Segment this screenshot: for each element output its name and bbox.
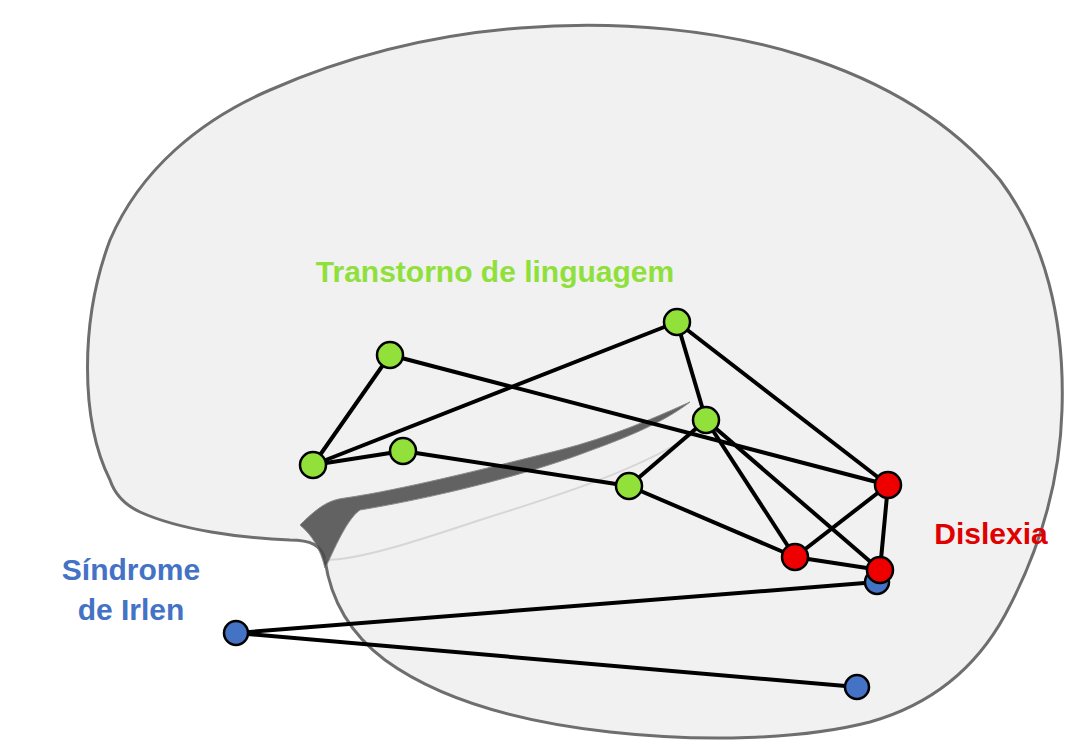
link-line: [677, 322, 706, 420]
region-dot: [224, 621, 248, 645]
region-dot: [664, 309, 690, 335]
region-dot: [693, 407, 719, 433]
sylvian-fissure: [300, 402, 690, 568]
link-line: [629, 420, 706, 486]
green-dots: [300, 309, 719, 499]
blue-dots: [224, 570, 889, 699]
group-label: Transtorno de linguagem: [280, 252, 710, 292]
link-line: [236, 582, 877, 633]
brain-outline: [88, 25, 1063, 738]
region-dot: [845, 675, 869, 699]
region-dot: [875, 472, 901, 498]
region-dot: [782, 544, 808, 570]
region-dot: [300, 452, 326, 478]
region-dot: [390, 438, 416, 464]
connection-lines: [236, 322, 888, 687]
region-dot: [867, 557, 893, 583]
group-label: Síndrome de Irlen: [48, 550, 214, 630]
link-line: [706, 420, 880, 570]
link-line: [403, 451, 629, 486]
region-dot: [377, 342, 403, 368]
link-line: [706, 420, 795, 557]
link-line: [795, 485, 888, 557]
link-line: [236, 633, 857, 687]
group-label: Dislexia: [916, 514, 1066, 554]
link-line: [390, 355, 888, 485]
link-line: [313, 322, 677, 465]
region-dot: [616, 473, 642, 499]
red-dots: [782, 472, 901, 583]
link-line: [677, 322, 888, 485]
